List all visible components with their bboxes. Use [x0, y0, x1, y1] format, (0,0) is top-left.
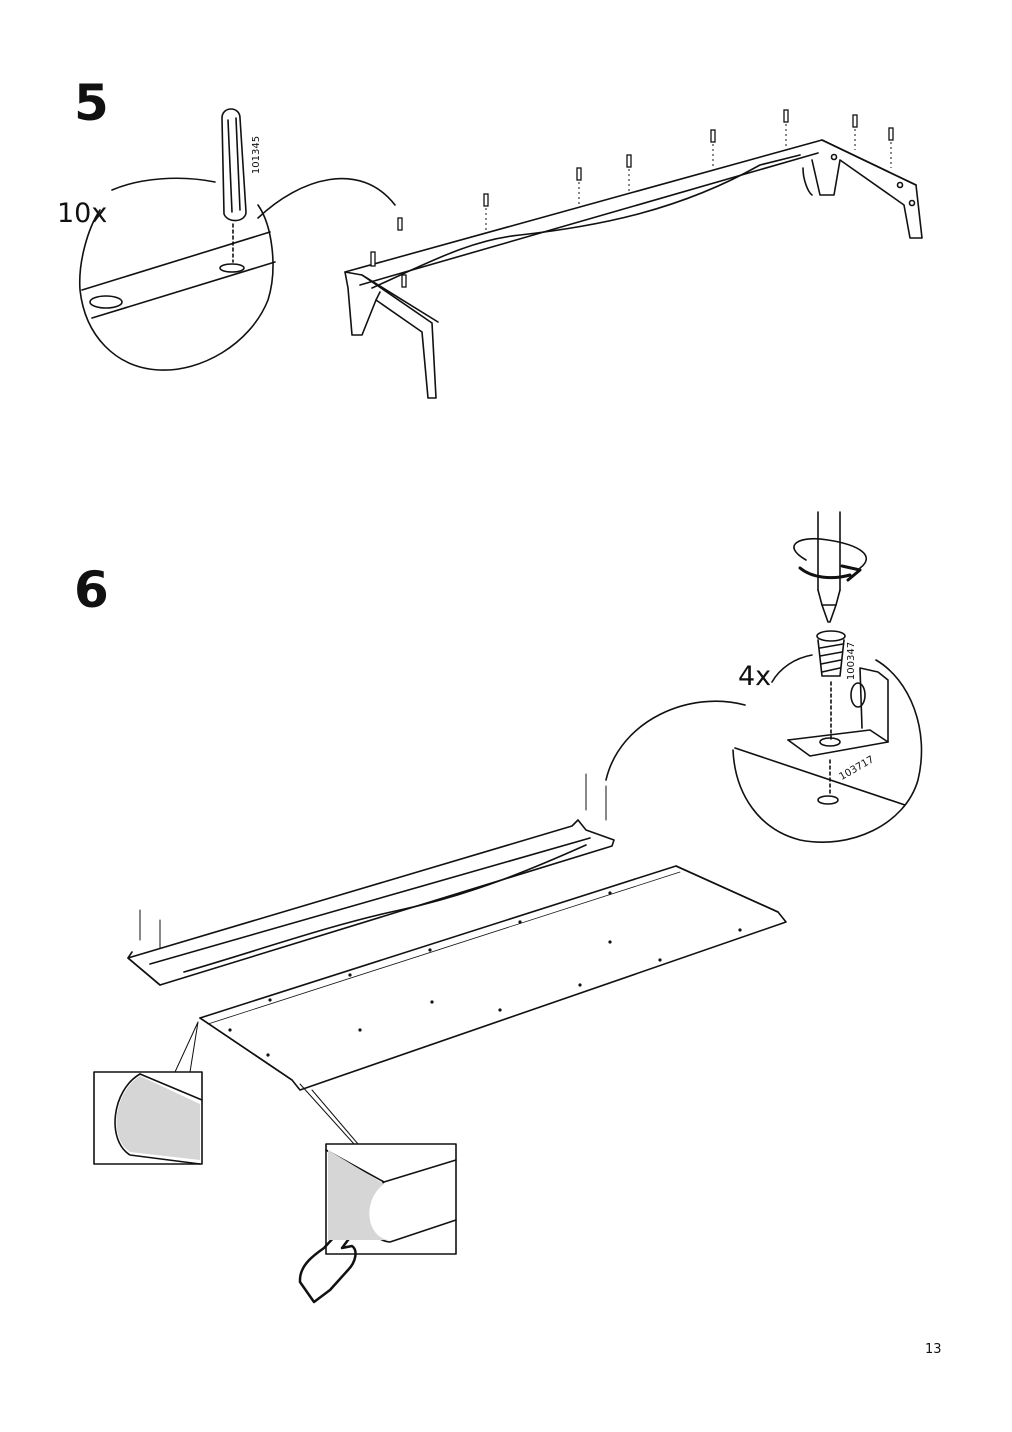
- step-5-number: 5: [74, 74, 109, 132]
- step-5-quantity: 10x: [57, 198, 108, 229]
- step-6-quantity: 4x: [738, 661, 772, 692]
- step-6-number: 6: [74, 561, 109, 619]
- page-number: 13: [925, 1342, 942, 1357]
- table-top-outline: [199, 865, 787, 1091]
